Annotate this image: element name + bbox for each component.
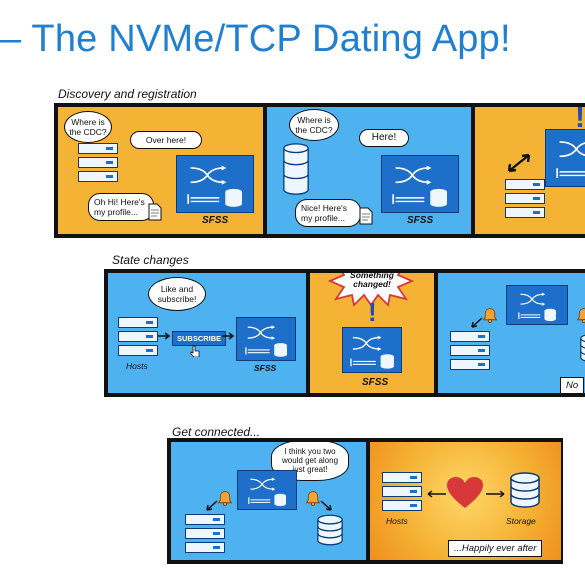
switch-icon: [177, 156, 252, 211]
discovery-panel-1: Where is the CDC? Over here! Oh Hi! Here…: [58, 107, 263, 234]
state-panel-3: No: [438, 273, 585, 393]
caption-box: No: [560, 377, 585, 393]
arrow-icon: [427, 490, 446, 498]
server-icon: [382, 500, 422, 511]
burst-icon: [328, 273, 414, 307]
switch-icon: [343, 328, 401, 372]
caption-box: ...Happily ever after: [448, 540, 543, 557]
discovery-panel-2: Where is the CDC? Here! Nice! Here's my …: [267, 107, 471, 234]
discovery-strip: Where is the CDC? Over here! Oh Hi! Here…: [54, 103, 585, 238]
server-icon: [78, 157, 118, 168]
burst-text: Something changed!: [350, 273, 394, 289]
database-icon: [580, 333, 585, 363]
database-icon: [317, 514, 343, 546]
pointer-hand-icon: [190, 345, 200, 357]
server-icon: [505, 179, 545, 190]
hosts-label: Hosts: [126, 361, 148, 371]
speech-bubble-where-cdc: Where is the CDC?: [289, 109, 339, 141]
section-label-state: State changes: [112, 253, 189, 267]
server-icon: [382, 472, 422, 483]
arrow-icon: [320, 500, 332, 511]
switch-icon: [238, 471, 296, 509]
arrow-icon: [471, 317, 483, 328]
server-icon: [185, 514, 225, 525]
sfss-label: SFSS: [362, 377, 389, 388]
heart-icon: [447, 477, 483, 508]
arrow-icon: [222, 332, 235, 340]
arrow-icon: [158, 332, 171, 340]
sfss-box: [506, 285, 568, 325]
server-icon: [118, 345, 158, 356]
server-icon: [78, 171, 118, 182]
switch-icon: [507, 286, 567, 324]
speech-bubble-subscribe: Like and subscribe!: [148, 277, 206, 311]
state-panel-1: Like and subscribe! Hosts SUBSCRIBE SFSS: [108, 273, 306, 393]
subscribe-button: SUBSCRIBE: [172, 331, 227, 346]
switch-icon: [546, 130, 585, 185]
server-icon: [118, 317, 158, 328]
server-icon: [505, 207, 545, 218]
database-icon: [283, 143, 309, 195]
page-title: – The NVMe/TCP Dating App!: [0, 18, 511, 60]
sfss-box: [237, 470, 297, 510]
database-icon: [510, 470, 540, 510]
speech-bubble-over-here: Over here!: [130, 131, 202, 149]
server-icon: [450, 359, 490, 370]
sfss-label: SFSS: [202, 215, 229, 226]
server-icon: [185, 542, 225, 553]
state-panel-2: Something changed! ! SFSS: [310, 273, 434, 393]
double-arrow-icon: [507, 153, 531, 173]
speech-bubble-profile: Nice! Here's my profile...: [295, 199, 361, 227]
switch-icon: [382, 156, 457, 211]
section-label-connect: Get connected...: [172, 425, 261, 439]
speech-bubble-profile: Oh Hi! Here's my profile...: [88, 193, 154, 221]
sfss-label: SFSS: [407, 215, 434, 226]
sfss-box: [545, 129, 585, 187]
arrow-icon: [206, 500, 218, 511]
switch-icon: [237, 318, 295, 360]
server-icon: [450, 331, 490, 342]
speech-bubble-here: Here!: [359, 129, 409, 147]
server-icon: [505, 193, 545, 204]
document-icon: [359, 207, 373, 225]
server-icon: [450, 345, 490, 356]
connect-panel-1: I think you two would get along just gre…: [171, 442, 366, 560]
connect-panel-2: Hosts Storage ...Happily ever after: [370, 442, 561, 560]
sfss-label: SFSS: [254, 363, 277, 373]
server-icon: [185, 528, 225, 539]
bell-icon: [576, 307, 585, 323]
sfss-box: [236, 317, 296, 361]
sfss-box: [342, 327, 402, 373]
arrow-icon: [486, 490, 505, 498]
discovery-panel-3: !: [475, 107, 585, 234]
sfss-box: [381, 155, 459, 213]
hosts-label: Hosts: [386, 516, 408, 526]
bell-icon: [482, 307, 498, 323]
server-icon: [118, 331, 158, 342]
section-label-discovery: Discovery and registration: [58, 87, 197, 101]
connect-strip: I think you two would get along just gre…: [167, 438, 563, 564]
server-icon: [382, 486, 422, 497]
server-icon: [78, 143, 118, 154]
state-strip: Like and subscribe! Hosts SUBSCRIBE SFSS…: [104, 269, 585, 397]
exclamation-mark: !: [575, 107, 585, 134]
exclamation-mark: !: [368, 297, 377, 327]
speech-bubble-where-cdc: Where is the CDC?: [64, 111, 112, 143]
document-icon: [148, 203, 162, 221]
bell-icon: [217, 490, 233, 506]
storage-label: Storage: [506, 516, 536, 526]
sfss-box: [176, 155, 254, 213]
